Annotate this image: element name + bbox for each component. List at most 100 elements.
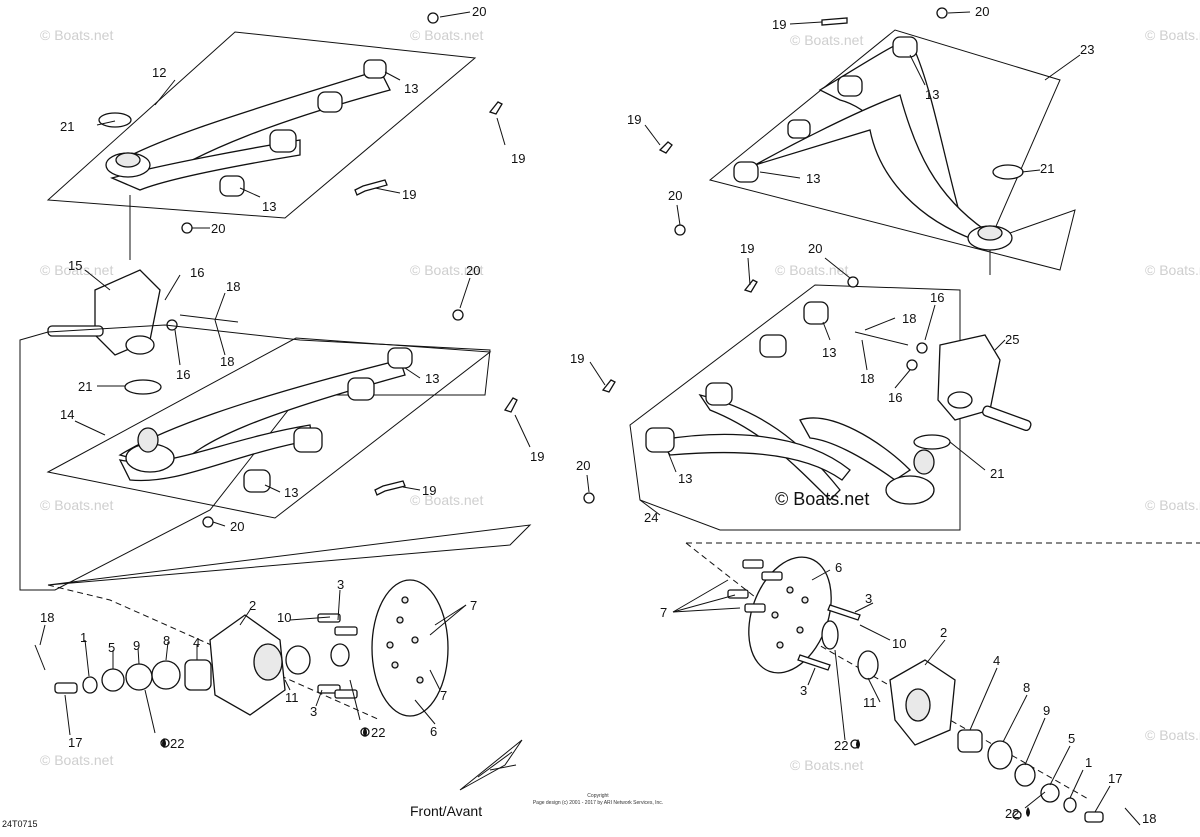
label-20: 20 — [211, 221, 225, 236]
label-3: 3 — [337, 577, 344, 592]
label-9: 9 — [1043, 703, 1050, 718]
label-25: 25 — [1005, 332, 1019, 347]
label-3: 3 — [800, 683, 807, 698]
label-2: 2 — [940, 625, 947, 640]
label-17: 17 — [1108, 771, 1122, 786]
label-19: 19 — [511, 151, 525, 166]
part-labels: 20 12 21 13 19 19 13 20 15 16 18 16 18 2… — [40, 4, 1156, 826]
label-18: 18 — [902, 311, 916, 326]
label-19: 19 — [530, 449, 544, 464]
label-6: 6 — [835, 560, 842, 575]
label-10: 10 — [277, 610, 291, 625]
right-lower-a-arm — [583, 276, 961, 531]
grease-drop-icon — [363, 727, 367, 737]
label-13: 13 — [284, 485, 298, 500]
leader-lines — [39, 11, 1111, 813]
watermark: © Boats.net — [790, 32, 863, 48]
right-upper-a-arm — [658, 7, 1076, 275]
label-15: 15 — [68, 258, 82, 273]
label-22: 22 — [371, 725, 385, 740]
label-21: 21 — [1040, 161, 1054, 176]
label-18: 18 — [220, 354, 234, 369]
label-13: 13 — [404, 81, 418, 96]
label-9: 9 — [133, 638, 140, 653]
watermark: © Boats.net — [790, 757, 863, 773]
grease-drop-icon — [1026, 807, 1030, 817]
label-20: 20 — [230, 519, 244, 534]
label-19: 19 — [627, 112, 641, 127]
watermarks: © Boats.net © Boats.net © Boats.net © Bo… — [40, 27, 1200, 773]
watermark: © Boats.net — [40, 497, 113, 513]
front-arrow — [459, 739, 523, 791]
label-19: 19 — [402, 187, 416, 202]
label-23: 23 — [1080, 42, 1094, 57]
grease-drop-icon — [856, 739, 860, 749]
watermark: © Boats.net — [410, 492, 483, 508]
label-24: 24 — [644, 510, 658, 525]
watermark: © Boats.net — [40, 752, 113, 768]
label-4: 4 — [993, 653, 1000, 668]
front-avant-label: Front/Avant — [410, 803, 482, 819]
label-21: 21 — [60, 119, 74, 134]
label-7: 7 — [440, 688, 447, 703]
label-18: 18 — [226, 279, 240, 294]
right-hub-assembly — [685, 542, 1200, 826]
label-6: 6 — [430, 724, 437, 739]
watermark: © Boats.net — [775, 262, 848, 278]
label-20: 20 — [808, 241, 822, 256]
label-18: 18 — [40, 610, 54, 625]
label-18: 18 — [860, 371, 874, 386]
drawing-code: 24T0715 — [2, 819, 38, 829]
label-16: 16 — [930, 290, 944, 305]
label-19: 19 — [740, 241, 754, 256]
left-upper-a-arm — [46, 12, 503, 260]
watermark: © Boats.net — [40, 27, 113, 43]
label-19: 19 — [422, 483, 436, 498]
label-2: 2 — [249, 598, 256, 613]
left-lower-a-arm — [19, 309, 518, 591]
label-22: 22 — [1005, 806, 1019, 821]
label-20: 20 — [975, 4, 989, 19]
label-20: 20 — [576, 458, 590, 473]
label-13: 13 — [678, 471, 692, 486]
label-21: 21 — [990, 466, 1004, 481]
watermark: © Boats.net — [1145, 727, 1200, 743]
label-1: 1 — [1085, 755, 1092, 770]
label-5: 5 — [108, 640, 115, 655]
copyright-line: Page design (c) 2001 - 2017 by ARI Netwo… — [533, 800, 663, 806]
label-8: 8 — [163, 633, 170, 648]
label-20: 20 — [466, 263, 480, 278]
label-3: 3 — [865, 591, 872, 606]
label-16: 16 — [888, 390, 902, 405]
label-11: 11 — [285, 690, 299, 705]
label-14: 14 — [60, 407, 74, 422]
watermark: © Boats.net — [1145, 497, 1200, 513]
label-18: 18 — [1142, 811, 1156, 826]
label-22: 22 — [170, 736, 184, 751]
boats-net-stamp: © Boats.net — [775, 489, 869, 509]
grease-drop-icon — [162, 738, 166, 748]
label-10: 10 — [892, 636, 906, 651]
grease-icons — [162, 727, 1030, 817]
label-16: 16 — [190, 265, 204, 280]
label-1: 1 — [80, 630, 87, 645]
label-19: 19 — [772, 17, 786, 32]
label-20: 20 — [472, 4, 486, 19]
watermark: © Boats.net — [410, 262, 483, 278]
label-16: 16 — [176, 367, 190, 382]
label-13: 13 — [425, 371, 439, 386]
watermark: © Boats.net — [1145, 27, 1200, 43]
label-4: 4 — [193, 635, 200, 650]
watermark: © Boats.net — [1145, 262, 1200, 278]
label-22: 22 — [834, 738, 848, 753]
left-knuckle — [47, 269, 239, 356]
label-3: 3 — [310, 704, 317, 719]
label-19: 19 — [570, 351, 584, 366]
label-13: 13 — [822, 345, 836, 360]
label-7: 7 — [470, 598, 477, 613]
label-13: 13 — [806, 171, 820, 186]
label-21: 21 — [78, 379, 92, 394]
label-17: 17 — [68, 735, 82, 750]
label-12: 12 — [152, 65, 166, 80]
